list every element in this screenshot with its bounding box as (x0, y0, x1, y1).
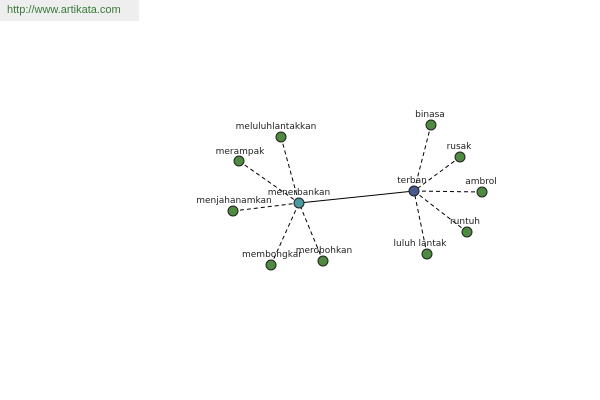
edge-binasa (413, 124, 432, 192)
edge-merampak (238, 160, 300, 204)
leaf-label-rusak: rusak (447, 142, 473, 152)
leaf-node-merobohkan[interactable] (317, 255, 329, 267)
edge-ambrol (413, 190, 483, 193)
edge-menerbankan-terban (298, 190, 415, 204)
leaf-label-menjahanamkan: menjahanamkan (196, 196, 272, 206)
leaf-node-runtuh[interactable] (461, 226, 473, 238)
leaf-label-meluluhlantakkan: meluluhlantakkan (236, 122, 317, 132)
leaf-node-meluluhlantakkan[interactable] (275, 131, 287, 143)
source-link[interactable]: http://www.artikata.com (7, 4, 121, 16)
leaf-label-luluh-lantak: luluh lantak (394, 239, 448, 249)
edge-rusak (413, 156, 461, 192)
leaf-label-runtuh: runtuh (450, 217, 480, 227)
leaf-label-membongkar: membongkar (242, 250, 302, 260)
edge-merobohkan (298, 202, 324, 262)
leaf-node-rusak[interactable] (454, 151, 466, 163)
leaf-node-merampak[interactable] (233, 155, 245, 167)
edge-meluluhlantakkan (280, 136, 300, 204)
leaf-node-binasa[interactable] (425, 119, 437, 131)
leaf-node-ambrol[interactable] (476, 186, 488, 198)
leaf-node-membongkar[interactable] (265, 259, 277, 271)
edge-membongkar (270, 202, 300, 266)
edge-luluh-lantak (413, 190, 428, 255)
leaf-label-merampak: merampak (216, 147, 266, 157)
leaf-node-luluh-lantak[interactable] (421, 248, 433, 260)
leaf-label-binasa: binasa (415, 110, 445, 120)
leaf-label-ambrol: ambrol (465, 177, 497, 187)
hub-node-terban[interactable] (408, 185, 420, 197)
leaf-label-merobohkan: merobohkan (296, 246, 353, 256)
hub-node-menerbankan[interactable] (293, 197, 305, 209)
source-bar: http://www.artikata.com (0, 0, 139, 21)
leaf-node-menjahanamkan[interactable] (227, 205, 239, 217)
hub-label-menerbankan: menerbankan (268, 188, 330, 198)
hub-label-terban: terban (397, 176, 427, 186)
